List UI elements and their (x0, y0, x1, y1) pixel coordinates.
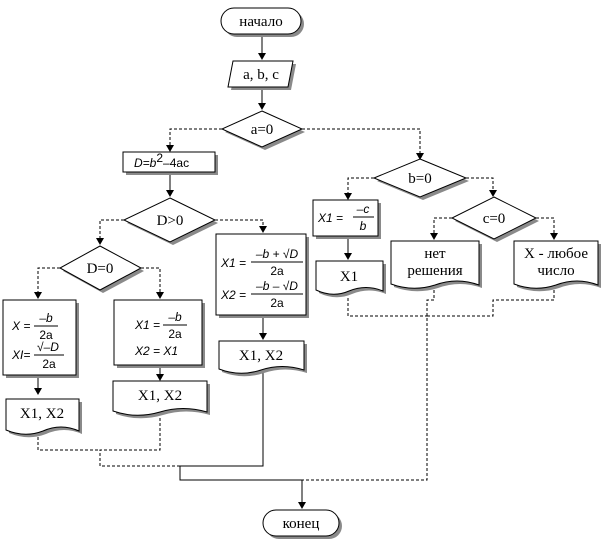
output-any-number: X - любое число (513, 240, 601, 292)
output-neg: X1, X2 (5, 398, 82, 438)
decision-a-zero: a=0 (220, 110, 305, 150)
decision-d-zero-label: D=0 (87, 261, 114, 277)
output-lin: X1 (315, 260, 386, 298)
lin-x1-den: b (360, 219, 367, 233)
decision-d-positive: D>0 (122, 197, 218, 245)
no-solution-line1: нет (424, 246, 446, 262)
pos-x2-den: 2a (270, 296, 284, 310)
decision-d-zero: D=0 (58, 245, 144, 293)
discriminant-process: D=b2–4ac (122, 151, 218, 175)
neg-x-den: 2a (39, 328, 53, 342)
decision-b-zero-label: b=0 (408, 171, 431, 187)
neg-xi-num: √–D (37, 340, 59, 354)
any-number-line1: X - любое (524, 246, 588, 262)
linear-root-process: X1 = –c b (312, 199, 381, 239)
output-pos: X1, X2 (218, 340, 307, 377)
end-terminal: конец (262, 509, 342, 539)
zero-x2: X2 = X1 (134, 344, 178, 358)
zero-x1-num: –b (167, 310, 182, 324)
neg-xi-lhs: XI= (11, 348, 30, 362)
output-pos-label: X1, X2 (239, 348, 283, 364)
input-parallelogram: a, b, c (227, 60, 296, 90)
output-no-solution: нет решения (390, 240, 482, 292)
end-label: конец (283, 516, 320, 532)
no-solution-line2: решения (407, 263, 462, 279)
discriminant-label: D=b2–4ac (134, 151, 189, 170)
start-label: начало (239, 14, 282, 30)
output-lin-label: X1 (340, 269, 358, 285)
neg-x-lhs: X = (11, 319, 30, 333)
lin-x1-lhs: X1 = (317, 211, 343, 225)
decision-c-zero: c=0 (450, 196, 539, 242)
pos-x2-num: –b – √D (255, 279, 298, 293)
output-zero-label: X1, X2 (138, 388, 182, 404)
input-label: a, b, c (243, 67, 279, 83)
output-neg-label: X1, X2 (20, 406, 64, 422)
pos-x1-num: –b + √D (255, 247, 299, 261)
start-terminal: начало (220, 7, 304, 37)
pos-x2-lhs: X2 = (220, 288, 246, 302)
double-root-process: X1 = –b 2a X2 = X1 (113, 299, 205, 368)
decision-b-zero: b=0 (372, 158, 469, 200)
decision-a-zero-label: a=0 (251, 122, 274, 138)
zero-x1-den: 2a (168, 327, 182, 341)
lin-x1-num: –c (356, 202, 370, 216)
two-roots-process: X1 = –b + √D 2a X2 = –b – √D 2a (215, 233, 309, 318)
decision-c-zero-label: c=0 (483, 211, 506, 227)
decision-d-positive-label: D>0 (157, 213, 184, 229)
pos-x1-den: 2a (270, 264, 284, 278)
output-zero: X1, X2 (112, 380, 210, 419)
pos-x1-lhs: X1 = (220, 256, 246, 270)
complex-roots-process: X = –b 2a XI= √–D 2a (2, 299, 79, 378)
connectors (34, 36, 558, 509)
any-number-line2: число (537, 263, 574, 279)
zero-x1-lhs: X1 = (134, 318, 160, 332)
neg-x-num: –b (38, 311, 53, 325)
neg-xi-den: 2a (42, 357, 56, 371)
